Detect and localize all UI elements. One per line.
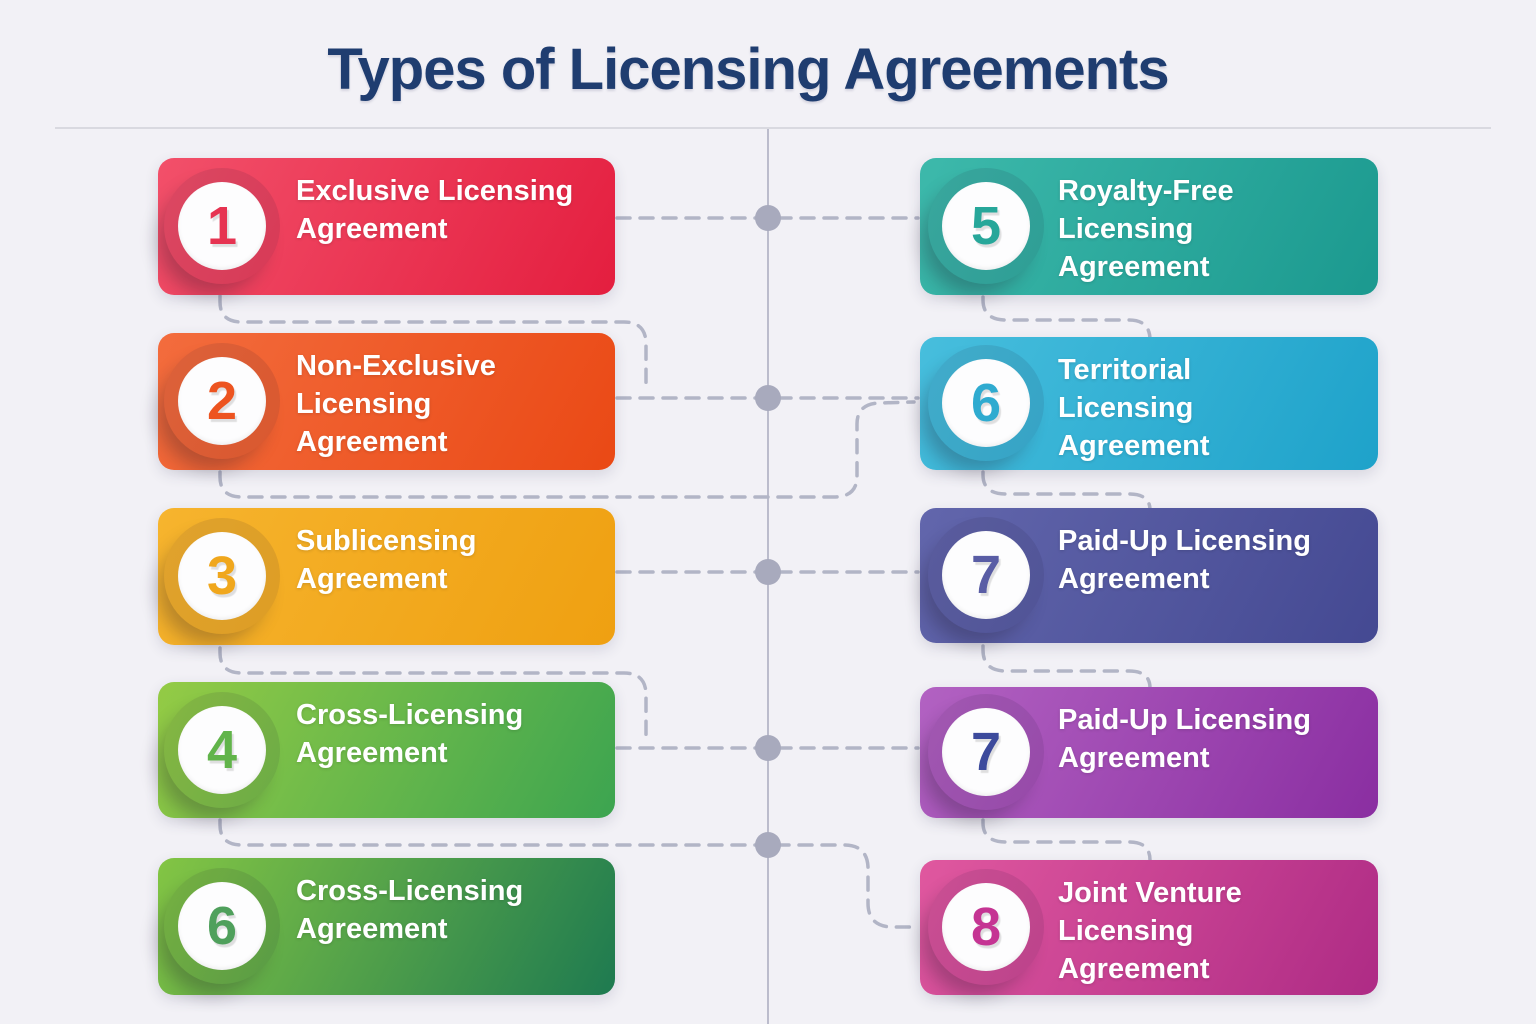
connector-node bbox=[755, 385, 781, 411]
number-badge: 5 bbox=[928, 168, 1044, 284]
connector-nodes bbox=[755, 205, 781, 858]
number-badge: 3 bbox=[164, 518, 280, 634]
card-number: 7 bbox=[970, 722, 1002, 782]
connector-node bbox=[755, 832, 781, 858]
card-number: 5 bbox=[970, 196, 1002, 256]
card-paid-up-2: 7 Paid-Up Licensing Agreement bbox=[920, 687, 1378, 818]
number-badge: 7 bbox=[928, 694, 1044, 810]
card-number: 4 bbox=[206, 720, 238, 780]
card-number: 3 bbox=[206, 546, 238, 606]
connector-node bbox=[755, 559, 781, 585]
connector-node bbox=[755, 735, 781, 761]
number-circle: 8 bbox=[942, 883, 1030, 971]
card-joint-venture: 8 Joint Venture Licensing Agreement bbox=[920, 860, 1378, 995]
card-exclusive-licensing: 1 Exclusive Licensing Agreement bbox=[158, 158, 615, 295]
title-divider bbox=[55, 127, 1491, 129]
card-number: 2 bbox=[206, 371, 238, 431]
card-territorial: 6 Territorial Licensing Agreement bbox=[920, 337, 1378, 470]
card-label: Royalty-Free Licensing Agreement bbox=[1058, 175, 1234, 283]
page-title: Types of Licensing Agreements bbox=[327, 37, 1169, 102]
card-label: Cross-Licensing Agreement bbox=[296, 699, 524, 769]
number-circle: 6 bbox=[942, 359, 1030, 447]
card-label: Non-Exclusive Licensing Agreement bbox=[296, 350, 496, 458]
card-label: Paid-Up Licensing Agreement bbox=[1058, 704, 1311, 774]
number-circle: 1 bbox=[178, 182, 266, 270]
card-label: Exclusive Licensing Agreement bbox=[296, 175, 574, 245]
card-number: 6 bbox=[206, 896, 238, 956]
card-number: 1 bbox=[206, 196, 238, 256]
card-number: 6 bbox=[970, 373, 1002, 433]
card-label: Joint Venture Licensing Agreement bbox=[1058, 877, 1242, 985]
card-number: 8 bbox=[970, 897, 1002, 957]
connector-node bbox=[755, 205, 781, 231]
number-circle: 2 bbox=[178, 357, 266, 445]
card-label: Cross-Licensing Agreement bbox=[296, 875, 524, 945]
number-badge: 1 bbox=[164, 168, 280, 284]
number-circle: 4 bbox=[178, 706, 266, 794]
card-cross-licensing-2: 6 Cross-Licensing Agreement bbox=[158, 858, 615, 995]
card-cross-licensing: 4 Cross-Licensing Agreement bbox=[158, 682, 615, 818]
number-badge: 6 bbox=[928, 345, 1044, 461]
card-label: Sublicensing Agreement bbox=[296, 525, 477, 595]
number-badge: 6 bbox=[164, 868, 280, 984]
number-badge: 4 bbox=[164, 692, 280, 808]
card-label: Territorial Licensing Agreement bbox=[1058, 354, 1210, 462]
number-circle: 7 bbox=[942, 531, 1030, 619]
card-number: 7 bbox=[970, 545, 1002, 605]
number-badge: 2 bbox=[164, 343, 280, 459]
card-sublicensing: 3 Sublicensing Agreement bbox=[158, 508, 615, 645]
card-label: Paid-Up Licensing Agreement bbox=[1058, 525, 1311, 595]
number-circle: 5 bbox=[942, 182, 1030, 270]
number-badge: 7 bbox=[928, 517, 1044, 633]
card-non-exclusive-licensing: 2 Non-Exclusive Licensing Agreement bbox=[158, 333, 615, 470]
number-circle: 6 bbox=[178, 882, 266, 970]
card-paid-up: 7 Paid-Up Licensing Agreement bbox=[920, 508, 1378, 643]
number-badge: 8 bbox=[928, 869, 1044, 985]
card-royalty-free: 5 Royalty-Free Licensing Agreement bbox=[920, 158, 1378, 295]
number-circle: 3 bbox=[178, 532, 266, 620]
number-circle: 7 bbox=[942, 708, 1030, 796]
